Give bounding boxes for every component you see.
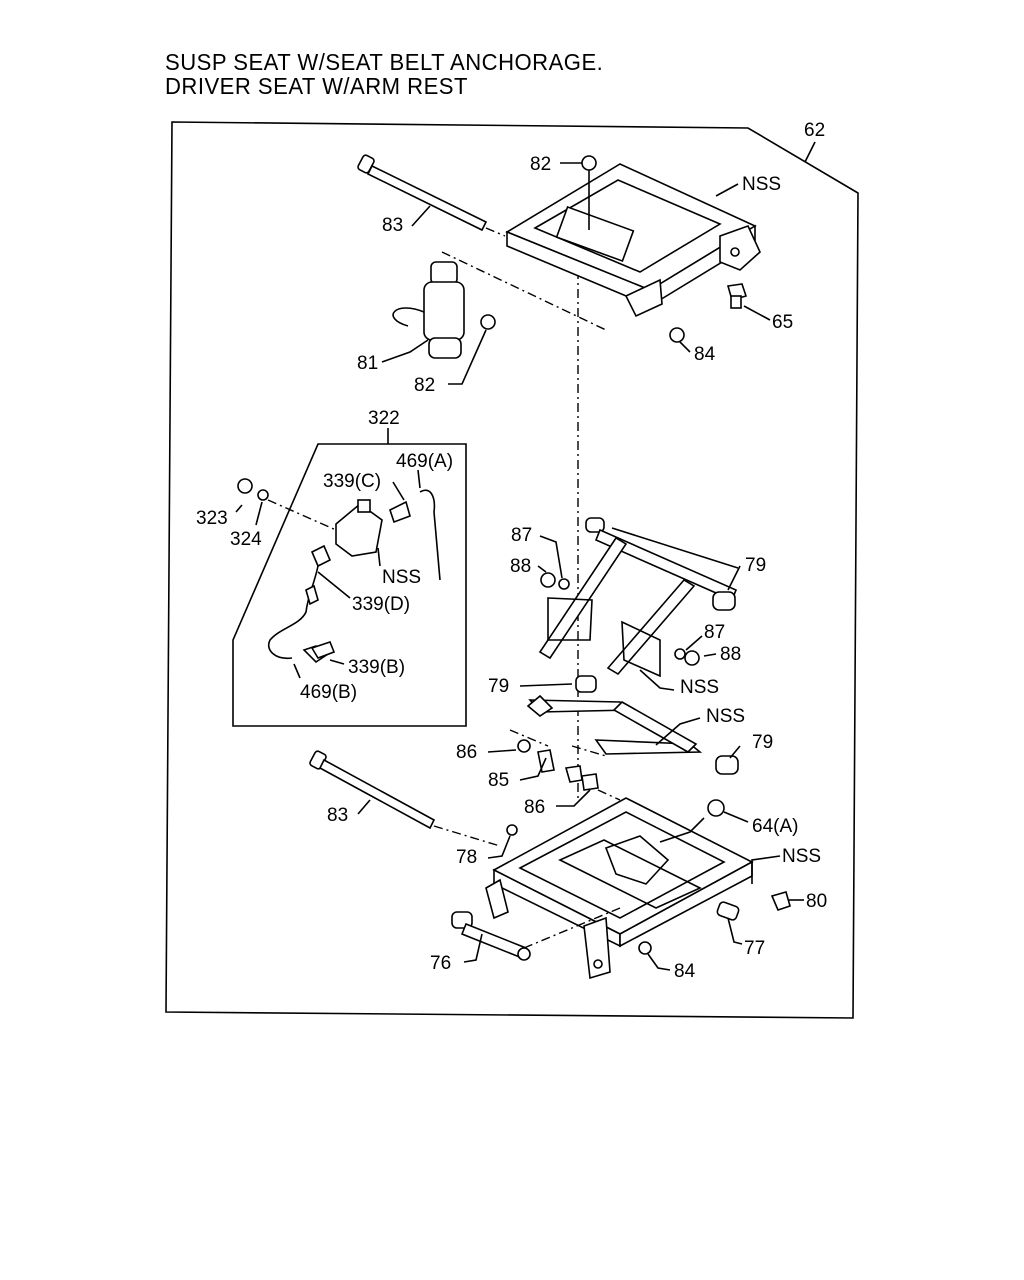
callout-82-top: 82 — [530, 154, 551, 175]
leader-81 — [381, 339, 429, 363]
bolt-83-top — [357, 154, 506, 237]
shaft-76 — [451, 911, 531, 961]
callout-76: 76 — [430, 953, 451, 974]
callout-79-right: 79 — [752, 732, 773, 753]
nut-86-top — [517, 739, 531, 753]
nut-86-bot — [581, 773, 599, 791]
leader-83-top — [411, 205, 431, 227]
bolt-65 — [726, 283, 748, 309]
callout-87-right: 87 — [704, 622, 725, 643]
callout-79-top: 79 — [745, 555, 766, 576]
callout-64a: 64(A) — [752, 816, 798, 837]
callout-83-top: 83 — [382, 215, 403, 236]
callout-79-mid: 79 — [488, 676, 509, 697]
leveling-valve — [268, 489, 441, 664]
diagram-title-line1: SUSP SEAT W/SEAT BELT ANCHORAGE. — [165, 49, 604, 75]
callout-81: 81 — [357, 353, 378, 374]
callout-84-top: 84 — [694, 344, 716, 365]
callout-469b: 469(B) — [300, 682, 357, 703]
nut-82-top — [581, 155, 597, 171]
callout-nss-base: NSS — [782, 846, 821, 867]
callout-65: 65 — [772, 312, 793, 333]
callout-nss-valve: NSS — [382, 567, 421, 588]
callout-324: 324 — [230, 529, 262, 550]
callout-84-bot: 84 — [674, 961, 696, 982]
diagram-title-line2: DRIVER SEAT W/ARM REST — [165, 73, 468, 99]
callout-85: 85 — [488, 770, 509, 791]
callout-nss-mid1: NSS — [680, 677, 719, 698]
air-spring-81 — [392, 261, 465, 359]
leader-nss-top — [715, 183, 739, 197]
callout-339d: 339(D) — [352, 594, 410, 615]
washer-324 — [257, 489, 269, 501]
pin-77 — [716, 901, 740, 921]
washer-78 — [506, 824, 518, 836]
nut-84-bottom — [638, 941, 652, 955]
scissor-link-mechanism — [526, 517, 739, 775]
callout-80: 80 — [806, 891, 827, 912]
bolt-85 — [537, 749, 583, 783]
callout-62: 62 — [804, 120, 825, 141]
nut-88-right — [684, 650, 700, 666]
callout-339b: 339(B) — [348, 657, 405, 678]
bolt-83-bottom — [309, 750, 501, 847]
callout-nss-mid2: NSS — [706, 706, 745, 727]
callout-86-top: 86 — [456, 742, 477, 763]
nut-84-top — [669, 327, 685, 343]
callout-88-left: 88 — [510, 556, 531, 577]
callout-339c: 339(C) — [323, 471, 381, 492]
callout-86-bot: 86 — [524, 797, 545, 818]
callout-469a: 469(A) — [396, 451, 453, 472]
callout-322: 322 — [368, 408, 400, 429]
callout-82-mid: 82 — [414, 375, 435, 396]
leader-62 — [804, 141, 816, 163]
diagram-frame — [165, 121, 859, 1019]
callout-nss-top: NSS — [742, 174, 781, 195]
bolt-323 — [237, 478, 253, 494]
callout-88-right: 88 — [720, 644, 741, 665]
nut-88-left — [540, 572, 556, 588]
callout-77: 77 — [744, 938, 765, 959]
knob-80 — [770, 891, 791, 911]
washer-87-right — [674, 648, 686, 660]
nut-82-mid — [480, 314, 496, 330]
callout-78: 78 — [456, 847, 477, 868]
upper-seat-plate — [505, 163, 761, 318]
valve-assembly-box — [232, 443, 467, 727]
bumper-64a — [707, 799, 725, 817]
callout-83-bot: 83 — [327, 805, 348, 826]
callout-87-left: 87 — [511, 525, 532, 546]
callout-323: 323 — [196, 508, 228, 529]
washer-87-left — [558, 578, 570, 590]
